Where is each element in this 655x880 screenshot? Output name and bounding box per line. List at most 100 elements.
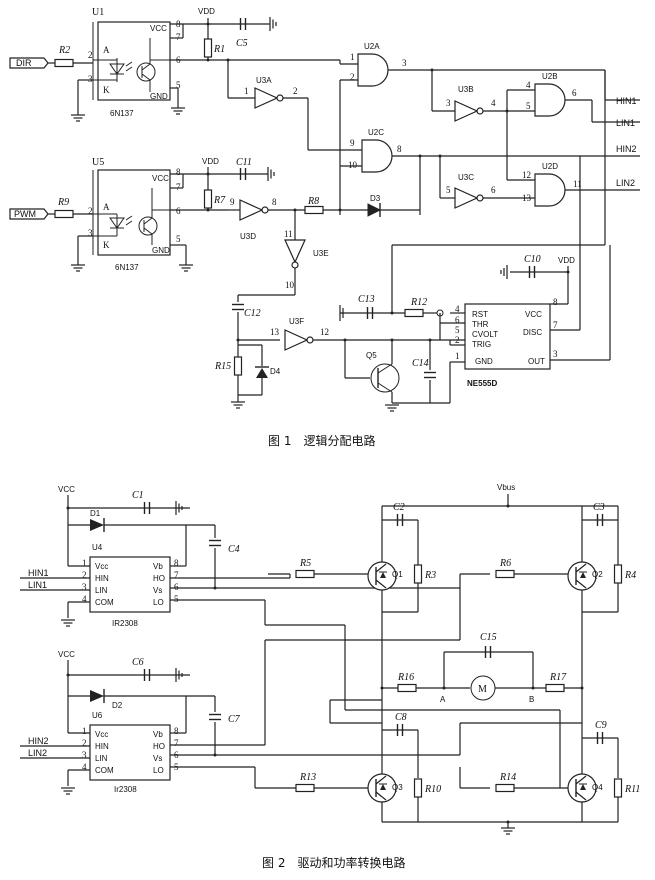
svg-text:Q4: Q4 xyxy=(592,783,603,792)
svg-text:U2B: U2B xyxy=(542,72,558,81)
svg-text:4: 4 xyxy=(491,98,496,108)
svg-text:C9: C9 xyxy=(595,720,607,731)
driver-u4: U4 IR2308 Vcc HIN LIN COM Vb HO Vs LO 1 … xyxy=(82,543,179,628)
svg-text:C3: C3 xyxy=(593,502,605,513)
svg-text:2: 2 xyxy=(82,738,87,748)
svg-text:Ir2308: Ir2308 xyxy=(114,785,137,794)
svg-text:LO: LO xyxy=(153,766,164,775)
svg-text:Q5: Q5 xyxy=(366,351,377,360)
svg-text:R2: R2 xyxy=(58,45,70,56)
svg-text:LIN: LIN xyxy=(95,754,108,763)
svg-text:LO: LO xyxy=(153,598,164,607)
svg-text:5: 5 xyxy=(526,101,531,111)
svg-text:10: 10 xyxy=(348,160,358,170)
svg-text:TRIG: TRIG xyxy=(472,340,491,349)
svg-text:5: 5 xyxy=(455,325,460,335)
svg-text:U2D: U2D xyxy=(542,162,558,171)
svg-text:D1: D1 xyxy=(90,509,101,518)
svg-text:C14: C14 xyxy=(412,358,429,369)
svg-text:DISC: DISC xyxy=(523,328,542,337)
figure-1: U1 6N137 A K 2 3 8 7 6 5 VCC GND xyxy=(9,7,640,448)
svg-text:B: B xyxy=(529,695,534,704)
driver-u6: U6 Ir2308 Vcc HIN LIN COM Vb HO Vs LO 1 … xyxy=(82,711,179,794)
svg-text:2: 2 xyxy=(455,335,460,345)
svg-text:C2: C2 xyxy=(393,502,405,513)
svg-text:LIN2: LIN2 xyxy=(28,748,47,758)
svg-text:6: 6 xyxy=(455,315,460,325)
svg-text:Vcc: Vcc xyxy=(95,562,108,571)
svg-text:HIN: HIN xyxy=(95,742,109,751)
svg-text:Q2: Q2 xyxy=(592,570,603,579)
svg-text:C15: C15 xyxy=(480,632,497,643)
svg-text:VCC: VCC xyxy=(58,485,75,494)
u1-cathode: K xyxy=(103,85,110,95)
svg-text:Vs: Vs xyxy=(153,754,162,763)
svg-text:4: 4 xyxy=(526,80,531,90)
svg-text:9: 9 xyxy=(350,138,355,148)
svg-text:8: 8 xyxy=(174,726,179,736)
svg-text:C13: C13 xyxy=(358,294,375,305)
svg-text:Vbus: Vbus xyxy=(497,483,515,492)
svg-text:R3: R3 xyxy=(424,570,436,581)
svg-text:6: 6 xyxy=(176,206,181,216)
svg-text:R6: R6 xyxy=(499,558,511,569)
svg-text:6: 6 xyxy=(572,88,577,98)
svg-text:U2C: U2C xyxy=(368,128,384,137)
svg-text:VCC: VCC xyxy=(525,310,542,319)
svg-text:4: 4 xyxy=(455,304,460,314)
svg-text:7: 7 xyxy=(176,182,181,192)
svg-text:8: 8 xyxy=(397,144,402,154)
svg-text:R11: R11 xyxy=(624,784,640,795)
svg-text:7: 7 xyxy=(174,570,179,580)
optocoupler-u1: U1 6N137 A K 2 3 8 7 6 5 VCC GND xyxy=(70,7,186,122)
svg-text:R17: R17 xyxy=(549,672,567,683)
svg-text:R14: R14 xyxy=(499,772,516,783)
igbt-q4: Q4 xyxy=(567,688,603,822)
svg-text:12: 12 xyxy=(522,170,531,180)
svg-text:10: 10 xyxy=(285,280,295,290)
svg-text:C4: C4 xyxy=(228,544,240,555)
svg-text:R10: R10 xyxy=(424,784,441,795)
u1-anode: A xyxy=(103,45,110,55)
svg-text:9: 9 xyxy=(230,197,235,207)
svg-text:2: 2 xyxy=(88,206,93,216)
svg-text:A: A xyxy=(440,695,446,704)
svg-text:4: 4 xyxy=(82,762,87,772)
igbt-q1: Q1 xyxy=(367,506,403,688)
svg-text:Q1: Q1 xyxy=(392,570,403,579)
optocoupler-u5: U5 6N137 A K 2 3 8 7 6 5 VCC GND xyxy=(70,157,194,272)
svg-text:Q3: Q3 xyxy=(392,783,403,792)
motor-symbol: M xyxy=(478,684,487,695)
svg-text:D2: D2 xyxy=(112,701,123,710)
svg-text:11: 11 xyxy=(573,179,582,189)
svg-text:HIN2: HIN2 xyxy=(28,736,49,746)
svg-text:11: 11 xyxy=(284,229,293,239)
svg-text:HO: HO xyxy=(153,742,165,751)
svg-text:2: 2 xyxy=(293,86,298,96)
svg-text:3: 3 xyxy=(88,228,93,238)
svg-text:3: 3 xyxy=(446,98,451,108)
svg-text:C7: C7 xyxy=(228,714,241,725)
svg-text:Vs: Vs xyxy=(153,586,162,595)
svg-text:HO: HO xyxy=(153,574,165,583)
svg-text:4: 4 xyxy=(82,594,87,604)
svg-text:U3D: U3D xyxy=(240,232,256,241)
u1-ref: U1 xyxy=(92,7,104,18)
svg-text:8: 8 xyxy=(272,197,277,207)
svg-text:Vcc: Vcc xyxy=(95,730,108,739)
svg-text:D4: D4 xyxy=(270,367,281,376)
svg-text:C6: C6 xyxy=(132,657,144,668)
svg-text:CVOLT: CVOLT xyxy=(472,330,498,339)
svg-text:1: 1 xyxy=(82,726,87,736)
igbt-q3: Q3 xyxy=(367,688,403,822)
svg-text:LIN: LIN xyxy=(95,586,108,595)
svg-text:GND: GND xyxy=(152,246,170,255)
svg-text:GND: GND xyxy=(150,92,168,101)
svg-text:1: 1 xyxy=(82,558,87,568)
svg-text:6: 6 xyxy=(491,185,496,195)
svg-text:3: 3 xyxy=(82,582,87,592)
svg-text:5: 5 xyxy=(176,80,181,90)
svg-text:8: 8 xyxy=(174,558,179,568)
